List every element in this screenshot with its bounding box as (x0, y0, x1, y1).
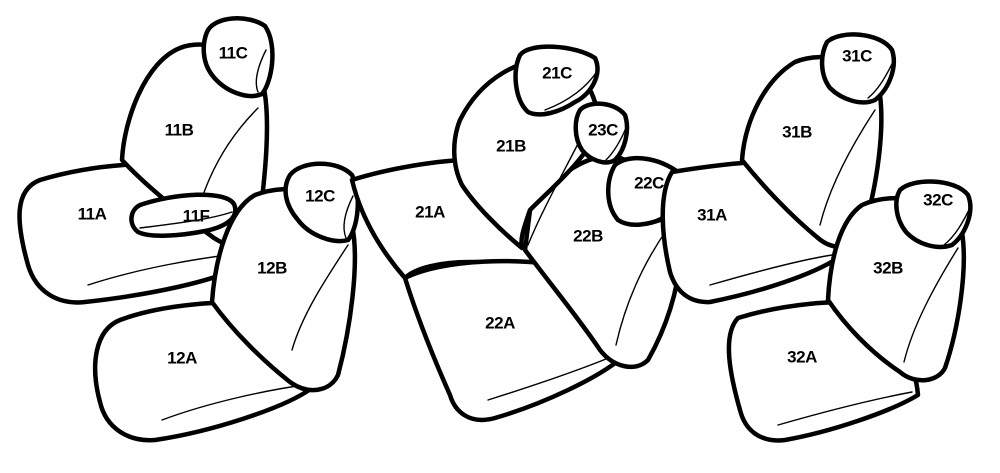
label-31B: 31B (782, 123, 812, 142)
seat-31: 31C 31B 31A (660, 32, 896, 305)
label-32B: 32B (873, 259, 903, 278)
label-11F: 11F (183, 207, 210, 226)
seat-21C-headrest[interactable] (513, 44, 600, 117)
label-32A: 32A (787, 348, 817, 367)
label-12B: 12B (257, 259, 287, 278)
seat-12-headrest[interactable] (283, 161, 360, 244)
seat-11: 11C 11B 11A 11F (17, 16, 275, 305)
seat-32C-headrest[interactable] (894, 179, 973, 250)
label-11A: 11A (78, 205, 107, 224)
seat-23C-headrest[interactable] (573, 101, 630, 165)
seat-12: 12C 12B 12A (93, 161, 360, 443)
seat-31C-headrest[interactable] (819, 32, 896, 105)
label-21C: 21C (542, 64, 572, 83)
label-22B: 22B (573, 227, 603, 246)
label-11C: 11C (219, 44, 248, 63)
label-12A: 12A (167, 349, 197, 368)
label-31A: 31A (697, 206, 727, 225)
label-22A: 22A (485, 314, 515, 333)
seat-11-headrest[interactable] (201, 16, 275, 99)
label-21B: 21B (496, 137, 526, 156)
label-11B: 11B (165, 121, 194, 140)
seat-32: 32C 32B 32A (726, 179, 973, 443)
seat-2x-bench: 21C 23C 21B 22C 21A 22B 22A (349, 44, 689, 422)
label-21A: 21A (415, 203, 445, 222)
label-32C: 32C (923, 191, 953, 210)
label-22C: 22C (634, 174, 664, 193)
label-23C: 23C (588, 121, 618, 140)
label-12C: 12C (305, 187, 335, 206)
label-31C: 31C (842, 47, 872, 66)
